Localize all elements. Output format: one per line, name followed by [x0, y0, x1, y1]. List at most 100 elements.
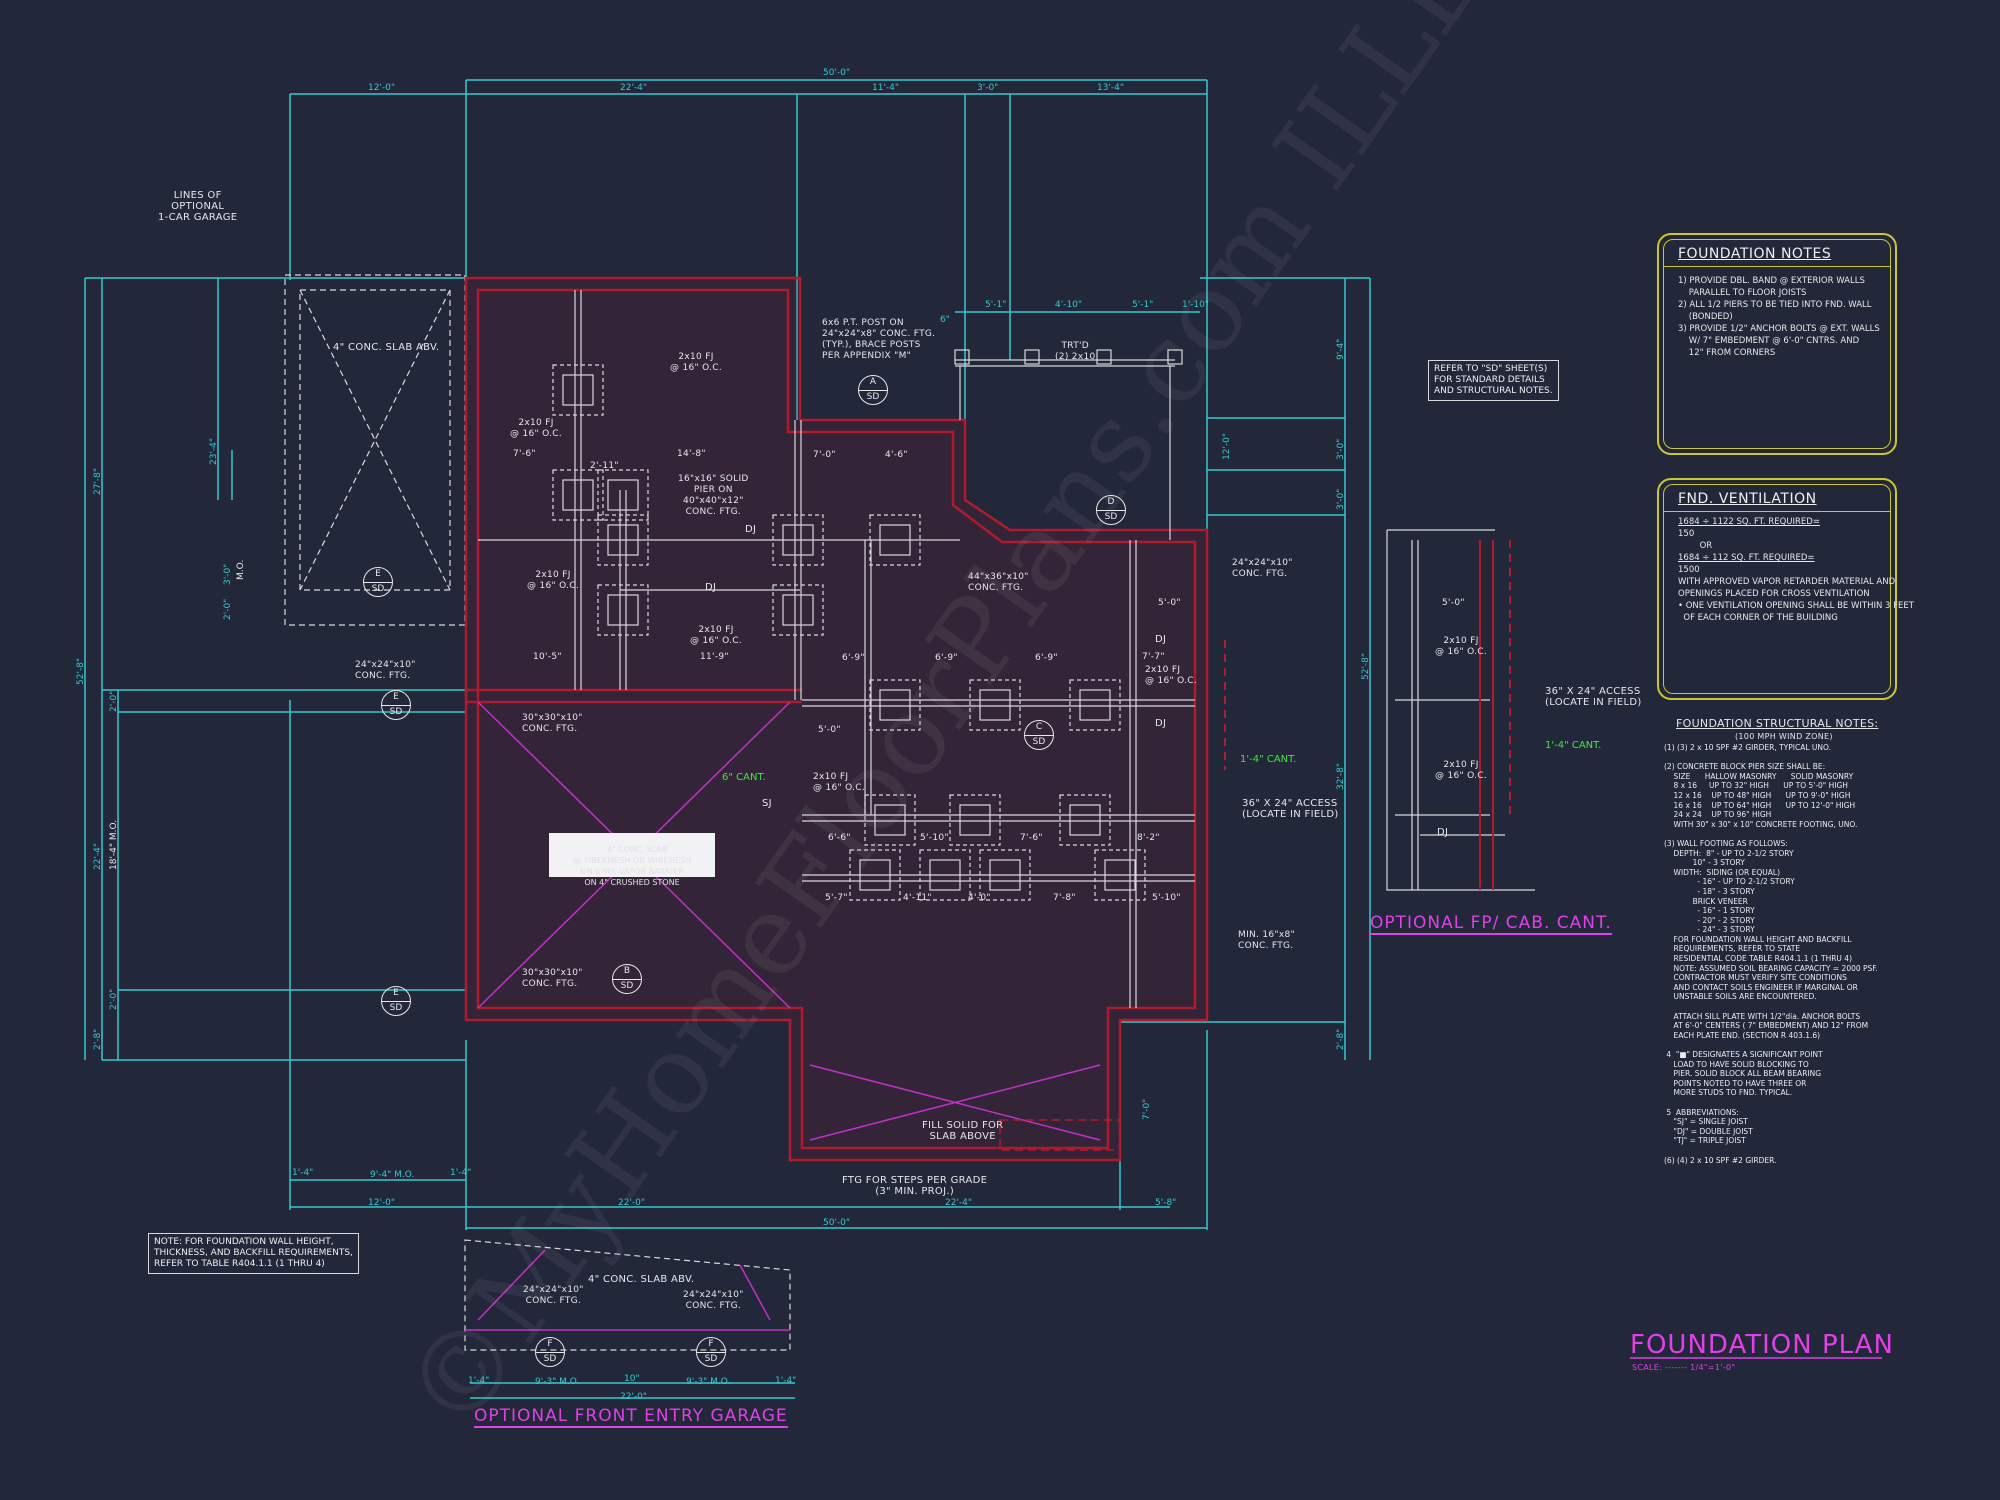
- dim-int-6-9a: 6'-9": [842, 653, 865, 663]
- dim-int-5-0: 5'-0": [1158, 598, 1181, 608]
- fj-label-6: 2x10 FJ @ 16" O.C.: [813, 772, 866, 793]
- bubble-letter: F: [697, 1338, 725, 1353]
- vent-line-6: WITH APPROVED VAPOR RETARDER MATERIAL AN…: [1678, 577, 1896, 587]
- piers: [552, 349, 1183, 901]
- foundation-notes-box: FOUNDATION NOTES 1) PROVIDE DBL. BAND @ …: [1657, 233, 1897, 455]
- bubble-letter: C: [1025, 721, 1053, 736]
- dim-bottom-seg-4: 5'-8": [1155, 1198, 1177, 1208]
- structural-notes-body: (1) (3) 2 x 10 SPF #2 GIRDER, TYPICAL UN…: [1664, 743, 1878, 1165]
- dim-left-6: 2'-0": [109, 690, 119, 712]
- dim-porch-1: 5'-1": [985, 300, 1007, 310]
- cant-detail-note: 1'-4" CANT.: [1545, 740, 1602, 751]
- slab-above-label: 4" CONC. SLAB ABV.: [333, 342, 440, 353]
- dimension-lines: [84, 79, 1371, 1399]
- dim-right-5: 32'-8": [1336, 762, 1346, 790]
- vent-line-9: • ONE VENTILATION OPENING SHALL BE WITHI…: [1678, 601, 1914, 611]
- dim-int-4-6: 4'-6": [885, 450, 908, 460]
- bubble-sheet: SD: [704, 1354, 718, 1364]
- dim-int-7-8: 7'-8": [1053, 893, 1076, 903]
- foundation-notes-heading: FOUNDATION NOTES: [1664, 240, 1890, 267]
- dim-top-seg-1: 12'-0": [368, 83, 396, 93]
- fj-label-7: 2x10 FJ @ 16" O.C.: [1435, 636, 1488, 657]
- fj-label-4: 2x10 FJ @ 16" O.C.: [690, 625, 743, 646]
- dim-top-seg-5: 13'-4": [1097, 83, 1125, 93]
- entry-garage-slab: 4" CONC. SLAB ABV.: [588, 1274, 695, 1285]
- dim-right-7: 7'-0": [1142, 1098, 1152, 1120]
- ftg-44-note: 44"x36"x10" CONC. FTG.: [968, 572, 1029, 593]
- dim-right-4: 3'-0": [1336, 488, 1346, 510]
- dim-int-6-6: 6'-6": [828, 833, 851, 843]
- vent-line-4: 1684 ÷ 112 SQ. FT. REQUIRED=: [1678, 553, 1815, 563]
- dj-label-2: DJ: [705, 582, 717, 593]
- beams: [478, 290, 1195, 1008]
- step-footing: [999, 1119, 1121, 1151]
- dim-top-seg-3: 11'-4": [872, 83, 900, 93]
- dim-int-2-11: 2'-11": [590, 461, 619, 471]
- ftg-30-b-note: 30"x30"x10" CONC. FTG.: [522, 968, 583, 989]
- fj-label-1: 2x10 FJ @ 16" O.C.: [670, 352, 723, 373]
- dim-bottom-overall: 50'-0": [823, 1218, 851, 1228]
- dj-label-4: DJ: [1155, 718, 1167, 729]
- solid-pier-note: 16"x16" SOLID PIER ON 40"x40"x12" CONC. …: [678, 474, 749, 517]
- bubble-sheet: SD: [620, 981, 634, 991]
- entry-garage-dim-3: 10": [624, 1374, 640, 1384]
- bubble-letter: D: [1097, 496, 1125, 511]
- dim-left-8: 18'-4" M.O.: [109, 819, 119, 870]
- dim-garage-bottom-2: 9'-4" M.O.: [370, 1170, 415, 1180]
- dim-int-5-10b: 5'-10": [1152, 893, 1181, 903]
- vent-line-3: OR: [1678, 541, 1713, 551]
- dim-int-7-6: 7'-6": [513, 449, 536, 459]
- garage-slab-text: 4" CONC. SLAB w/ FIBERMESH OR WIREMESH O…: [572, 845, 692, 887]
- dj-label-1: DJ: [745, 524, 757, 535]
- dim-right-1: 9'-4": [1336, 338, 1346, 360]
- fj-label-3: 2x10 FJ @ 16" O.C.: [527, 570, 580, 591]
- entry-garage-ftg-2: 24"x24"x10" CONC. FTG.: [683, 1290, 744, 1311]
- bubble-letter: E: [382, 691, 410, 706]
- dim-garage-bottom-1: 1'-4": [292, 1168, 314, 1178]
- wall-fill: [466, 278, 1207, 1160]
- dim-bottom-seg-2: 22'-0": [618, 1198, 646, 1208]
- dim-int-5-10: 5'-10": [920, 833, 949, 843]
- ftg-30-a-note: 30"x30"x10" CONC. FTG.: [522, 713, 583, 734]
- dim-left-mo: M.O.: [236, 559, 246, 580]
- bubble-sheet: SD: [389, 707, 403, 717]
- dj-label-5: DJ: [1437, 827, 1449, 838]
- fj-label-5: 2x10 FJ @ 16" O.C.: [1145, 665, 1198, 686]
- entry-garage-ftg-1: 24"x24"x10" CONC. FTG.: [523, 1285, 584, 1306]
- sheet-title: FOUNDATION PLAN: [1630, 1330, 1894, 1360]
- bubble-sheet: SD: [1104, 512, 1118, 522]
- vent-line-10: OF EACH CORNER OF THE BUILDING: [1678, 613, 1838, 623]
- dim-right-6: 2'-8": [1336, 1028, 1346, 1050]
- dim-int-7-0: 7'-0": [813, 450, 836, 460]
- dim-left-3: 3'-0": [223, 563, 233, 585]
- bubble-sheet: SD: [371, 584, 385, 594]
- ftg-24-left-note: 24"x24"x10" CONC. FTG.: [355, 660, 416, 681]
- bubble-sheet: SD: [1032, 737, 1046, 747]
- foundation-walls: [464, 276, 1209, 1162]
- vent-line-7: OPENINGS PLACED FOR CROSS VENTILATION: [1678, 589, 1870, 599]
- bubble-letter: E: [364, 568, 392, 583]
- cant-6-note: 6" CANT.: [722, 772, 766, 783]
- dim-bottom-seg-3: 22'-4": [945, 1198, 973, 1208]
- dim-top-seg-4: 3'-0": [977, 83, 999, 93]
- dim-int-5-7: 5'-7": [825, 893, 848, 903]
- dim-int-7-6b: 7'-6": [1020, 833, 1043, 843]
- trtd-label: TRT'D (2) 2x10: [1055, 341, 1096, 362]
- sj-label: SJ: [762, 798, 772, 809]
- dim-right-3: 3'-0": [1336, 438, 1346, 460]
- dim-int-8-2: 8'-2": [1137, 833, 1160, 843]
- dim-left-2: 23'-4": [209, 437, 219, 465]
- fj-label-8: 2x10 FJ @ 16" O.C.: [1435, 760, 1488, 781]
- refer-sd-note: REFER TO "SD" SHEET(S) FOR STANDARD DETA…: [1428, 360, 1559, 401]
- dim-int-4-0: 4'-0": [968, 893, 991, 903]
